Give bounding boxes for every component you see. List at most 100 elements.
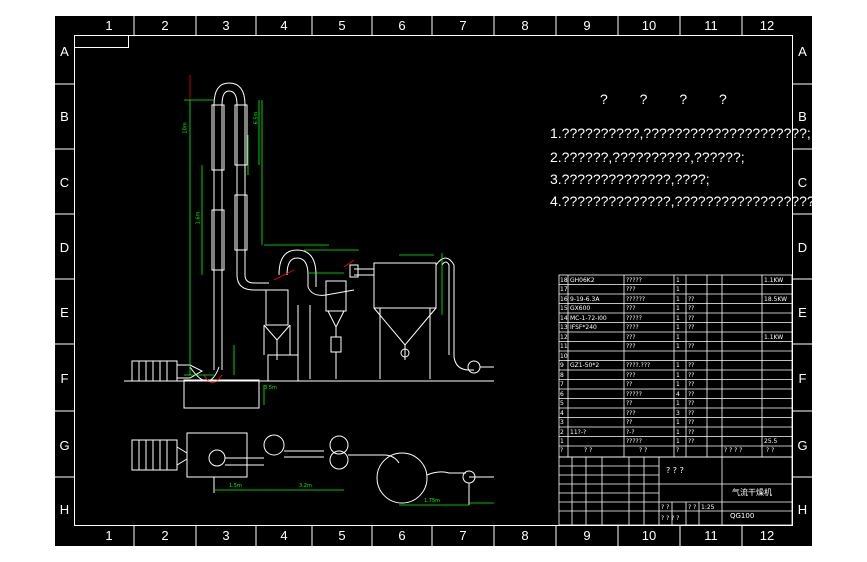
parts-row-14-no: 14 (560, 314, 568, 322)
top-u-bend (213, 82, 246, 106)
parts-row-2-name: ?-? (626, 428, 635, 436)
parts-row-18-note: 1.1KW (764, 276, 784, 284)
parts-row-14-qty: 1 (676, 314, 680, 322)
parts-row-4-name: ??? (626, 409, 636, 417)
parts-row-9-qty: 1 (676, 362, 680, 369)
parts-header-code: ? ? (584, 447, 593, 454)
dim-pipe-2: 6.5m (253, 111, 260, 125)
row-label-c-right: C (797, 175, 808, 190)
dim-pipe-3: 1.6m (195, 211, 202, 225)
parts-row-9-code: GZ1-50*2 (570, 362, 600, 369)
drawing-number: QG100 (730, 512, 755, 520)
column-label-6: 6 (398, 18, 406, 33)
drawing-type: ? ? ? (666, 466, 684, 475)
column-label-8-bottom: 8 (521, 528, 529, 543)
parts-row-3-mat: ?? (688, 419, 695, 426)
row-label-a: A (60, 44, 69, 59)
row-label-h-right: H (797, 502, 808, 517)
parts-row-13-name: ???? (626, 324, 639, 331)
parts-row-10-no: 10 (560, 352, 568, 360)
parts-row-4-mat: ?? (688, 409, 695, 417)
column-label-9-bottom: 9 (583, 528, 591, 543)
middle-u-bend (278, 249, 317, 276)
plan-view (131, 432, 494, 505)
parts-header-no: ? (560, 447, 564, 454)
column-label-2-bottom: 2 (161, 528, 169, 543)
row-label-f-right: F (798, 371, 807, 386)
column-label-5: 5 (338, 18, 346, 33)
row-label-e-right: E (798, 305, 807, 320)
dim-pipe-1: 10m (182, 122, 189, 134)
zone-ticks (54, 15, 813, 547)
plan-cyclone-1 (263, 434, 285, 456)
parts-row-7-mat: ?? (688, 381, 695, 388)
row-label-e: E (60, 305, 69, 320)
parts-row-8-no: 8 (560, 371, 564, 379)
product-name: 气流干燥机 (732, 488, 772, 497)
parts-row-5-mat: ?? (688, 400, 695, 407)
parts-row-15-mat: ?? (688, 305, 695, 312)
parts-row-15-no: 15 (560, 305, 568, 312)
sheet-label: ? ? ? ? (661, 515, 680, 522)
parts-row-4-no: 4 (560, 409, 564, 417)
plan-cyclone-2 (329, 435, 349, 455)
parts-row-16-mat: ?? (688, 295, 695, 303)
exhaust-duct (435, 257, 474, 371)
cyclone-2 (325, 280, 347, 312)
column-label-12: 12 (759, 18, 775, 33)
parts-row-9-mat: ?? (688, 362, 695, 369)
drying-tube-section-1 (211, 104, 225, 171)
note-line-3: 3.??????????????,????; (550, 171, 710, 187)
parts-row-12-no: 12 (560, 333, 568, 341)
drying-tube-section-2 (211, 209, 225, 271)
dim-base-3: 1.75m (424, 498, 441, 504)
parts-header-name: ? ? (639, 447, 648, 454)
parts-row-16-name: ?????? (626, 295, 646, 303)
column-label-3: 3 (222, 18, 230, 33)
parts-row-15-code: GX600 (570, 305, 591, 312)
leader-lines (189, 75, 355, 281)
cyclone-1-top (265, 289, 289, 326)
parts-row-13-qty: 1 (676, 324, 680, 331)
parts-row-18-no: 18 (560, 276, 568, 284)
dim-pipe-4: 3.5m (264, 385, 277, 391)
column-label-4-bottom: 4 (280, 528, 288, 543)
parts-row-4-qty: 3 (676, 409, 680, 417)
parts-row-12-name: ??? (626, 333, 636, 341)
orientation-box (74, 35, 129, 48)
parts-row-17-name: ??? (626, 286, 636, 293)
row-label-c: C (59, 175, 70, 190)
parts-row-1-qty: 1 (676, 438, 680, 445)
parts-row-14-name: ????? (626, 314, 642, 322)
parts-row-17-qty: 1 (676, 286, 680, 293)
row-label-b: B (60, 109, 69, 124)
parts-row-13-mat: ?? (688, 324, 695, 331)
plan-bag-filter (376, 452, 428, 504)
column-label-7: 7 (459, 18, 467, 33)
parts-row-16-code: 9-19-6.3A (570, 295, 600, 303)
column-label-1-bottom: 1 (105, 528, 113, 543)
parts-row-16-note: 18.5KW (764, 295, 788, 303)
exhaust-fan (467, 360, 481, 374)
drawing-canvas (54, 15, 813, 547)
parts-row-13-no: 13 (560, 324, 568, 331)
column-label-10-bottom: 10 (641, 528, 657, 543)
drying-tube-section-3 (234, 104, 248, 166)
scale-value: 1:25 (701, 504, 715, 511)
parts-row-5-qty: 1 (676, 400, 680, 407)
parts-row-16-qty: 1 (676, 295, 680, 303)
column-label-5-bottom: 5 (338, 528, 346, 543)
parts-row-11-qty: 1 (676, 343, 680, 350)
parts-row-18-code: GH06K2 (570, 276, 595, 284)
parts-row-6-no: 6 (560, 390, 564, 398)
column-label-1: 1 (105, 18, 113, 33)
scale-label: ? ? (661, 504, 670, 511)
parts-row-2-qty: 1 (676, 428, 680, 436)
parts-row-8-name: ??? (626, 371, 636, 379)
parts-row-16-no: 16 (560, 295, 568, 303)
column-label-2: 2 (161, 18, 169, 33)
weight-label: ? ? (688, 504, 697, 511)
row-label-g: G (59, 438, 70, 453)
parts-row-14-mat: ?? (688, 314, 695, 322)
drying-tube-section-4 (234, 194, 248, 251)
